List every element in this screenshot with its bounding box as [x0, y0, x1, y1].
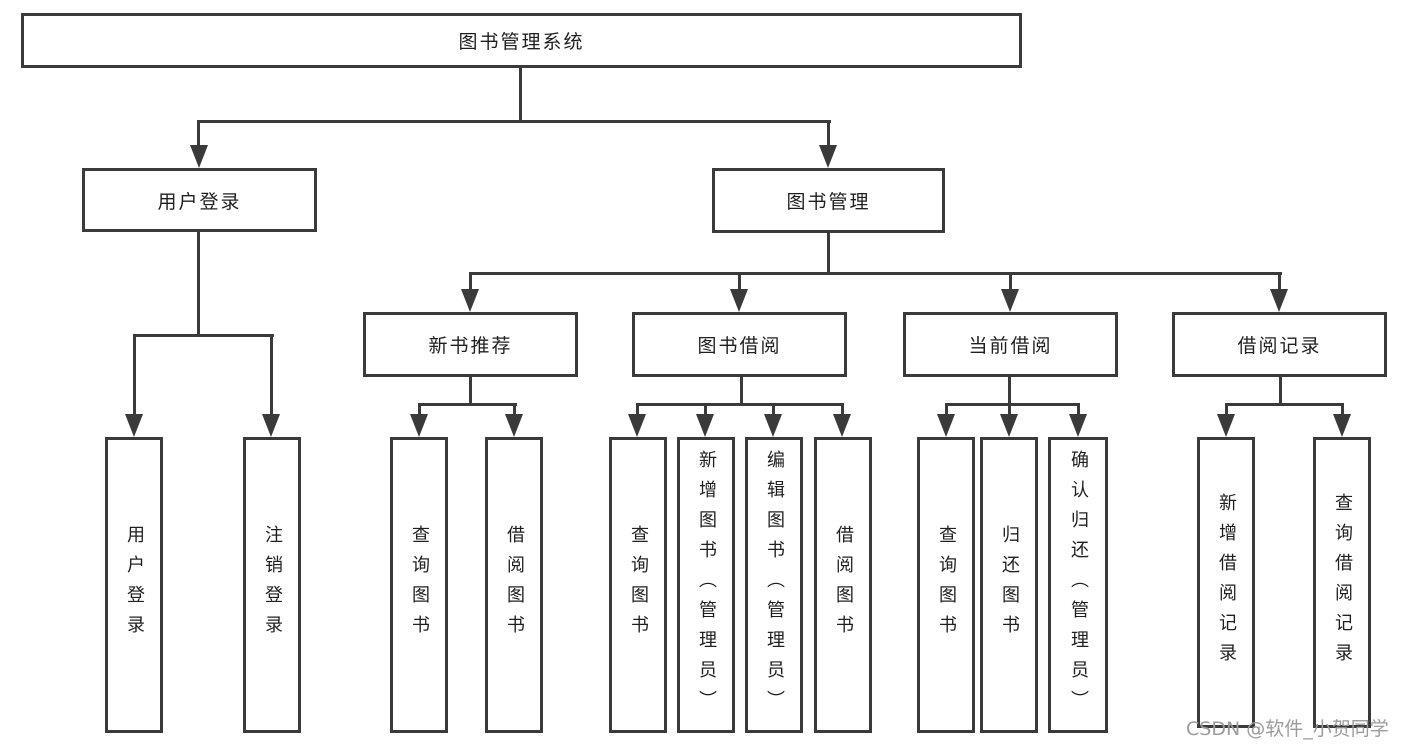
arrowhead-icon — [1001, 289, 1019, 312]
arrowhead-icon — [628, 414, 646, 437]
connector-stub — [636, 403, 639, 419]
arrowhead-icon — [937, 414, 955, 437]
node-book-borrowing: 图书借阅 — [632, 312, 847, 377]
leaf-query-books-borrowing: 查询图书 — [609, 437, 667, 733]
leaf-user-login: 用户登录 — [105, 437, 163, 733]
connector-to-leaf-logout — [270, 334, 273, 418]
arrowhead-icon — [730, 289, 748, 312]
node-current-borrowing: 当前借阅 — [903, 312, 1118, 377]
leaf-add-books-admin: 新增图书（管理员） — [677, 437, 735, 733]
connector-current-borrowing-stem — [1008, 375, 1011, 406]
connector-stub — [772, 403, 775, 419]
arrowhead-icon — [764, 414, 782, 437]
leaf-label: 归还图书 — [999, 525, 1020, 645]
connector-borrowing-records-branch — [1225, 403, 1342, 406]
node-library-management-system: 图书管理系统 — [21, 13, 1022, 68]
leaf-label: 用户登录 — [124, 525, 145, 645]
connector-stub — [1008, 403, 1011, 419]
arrowhead-icon — [410, 414, 428, 437]
arrowhead-icon — [1217, 414, 1235, 437]
connector-user-login-branch — [133, 334, 274, 337]
connector-to-book-management — [827, 120, 830, 150]
arrowhead-icon — [833, 414, 851, 437]
leaf-query-borrow-record: 查询借阅记录 — [1313, 437, 1371, 728]
leaf-label: 确认归还（管理员） — [1068, 450, 1089, 720]
leaf-borrow-books-recommend: 借阅图书 — [485, 437, 543, 733]
arrowhead-icon — [1000, 414, 1018, 437]
connector-stub — [704, 403, 707, 419]
leaf-label: 借阅图书 — [504, 525, 525, 645]
leaf-logout: 注销登录 — [243, 437, 301, 733]
connector-stub — [513, 403, 516, 419]
leaf-label: 新增借阅记录 — [1216, 492, 1237, 673]
leaf-label: 借阅图书 — [833, 525, 854, 645]
connector-to-borrowing-records — [1278, 272, 1281, 294]
leaf-add-borrow-record: 新增借阅记录 — [1197, 437, 1255, 728]
connector-new-book-stem — [469, 375, 472, 406]
connector-current-borrowing-branch — [945, 403, 1080, 406]
connector-book-management-stem — [827, 231, 830, 275]
leaf-label: 查询图书 — [628, 525, 649, 645]
connector-level3-branch — [469, 272, 1282, 275]
arrowhead-icon — [1270, 289, 1288, 312]
leaf-label: 查询借阅记录 — [1332, 492, 1353, 673]
leaf-label: 编辑图书（管理员） — [764, 450, 785, 720]
node-user-login: 用户登录 — [82, 168, 317, 232]
arrowhead-icon — [125, 414, 143, 437]
connector-to-new-book — [469, 272, 472, 294]
connector-to-book-borrowing — [738, 272, 741, 294]
leaf-confirm-return-admin: 确认归还（管理员） — [1048, 437, 1108, 733]
connector-book-borrowing-stem — [740, 375, 743, 406]
leaf-label: 新增图书（管理员） — [696, 450, 717, 720]
arrowhead-icon — [190, 145, 208, 168]
arrowhead-icon — [262, 414, 280, 437]
leaf-edit-books-admin: 编辑图书（管理员） — [745, 437, 803, 733]
connector-book-borrowing-branch — [636, 403, 844, 406]
arrowhead-icon — [696, 414, 714, 437]
node-borrowing-records: 借阅记录 — [1172, 312, 1387, 377]
leaf-label: 查询图书 — [409, 525, 430, 645]
connector-to-current-borrowing — [1009, 272, 1012, 294]
connector-stub — [1225, 403, 1228, 419]
arrowhead-icon — [1069, 414, 1087, 437]
leaf-label: 注销登录 — [262, 525, 283, 645]
connector-borrowing-records-stem — [1279, 375, 1282, 406]
leaf-query-books-current: 查询图书 — [917, 437, 975, 733]
node-book-management: 图书管理 — [712, 168, 945, 233]
arrowhead-icon — [1333, 414, 1351, 437]
connector-stub — [1341, 403, 1344, 419]
leaf-label: 查询图书 — [936, 525, 957, 645]
leaf-return-books: 归还图书 — [980, 437, 1038, 733]
connector-to-leaf-user-login — [133, 334, 136, 418]
connector-user-login-stem — [197, 230, 200, 337]
connector-stub — [418, 403, 421, 419]
leaf-borrow-books: 借阅图书 — [814, 437, 872, 733]
connector-stub — [1077, 403, 1080, 419]
connector-stub — [945, 403, 948, 419]
connector-to-user-login — [197, 120, 200, 150]
arrowhead-icon — [505, 414, 523, 437]
connector-root-stem — [519, 66, 522, 123]
connector-stub — [841, 403, 844, 419]
arrowhead-icon — [461, 289, 479, 312]
watermark: CSDN @软件_小贺同学 — [1186, 718, 1389, 740]
arrowhead-icon — [819, 145, 837, 168]
leaf-query-books-recommend: 查询图书 — [390, 437, 448, 733]
connector-new-book-branch — [418, 403, 517, 406]
connector-root-branch — [197, 120, 831, 123]
node-new-book-recommendation: 新书推荐 — [363, 312, 578, 377]
